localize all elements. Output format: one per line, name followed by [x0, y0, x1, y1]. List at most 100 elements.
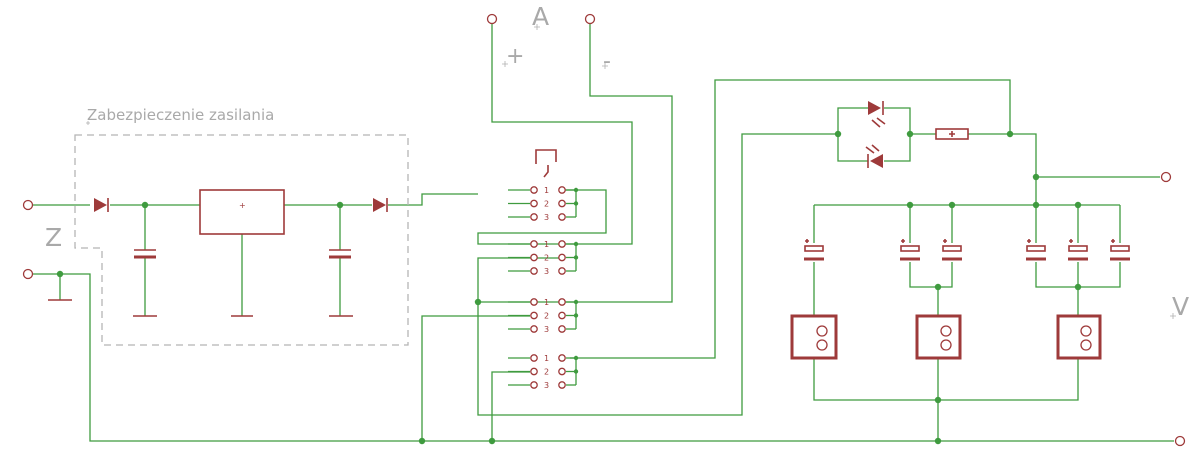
switch-contact [530, 367, 538, 376]
electrolytic-capacitor [1068, 239, 1088, 261]
capacitor-input-2 [231, 249, 353, 317]
junction [1006, 130, 1014, 138]
wire-bank-mid [813, 262, 1121, 316]
terminal-z-minus [22, 268, 34, 280]
switch-contact [530, 267, 538, 275]
protection-group-border [74, 134, 409, 346]
capacitor-input-1 [133, 249, 157, 317]
junction [934, 396, 942, 404]
switch-contact [558, 213, 566, 221]
battery-holder-2 [915, 314, 962, 360]
switch-contact [530, 253, 538, 262]
wire-a-plus [477, 24, 633, 245]
junction [56, 270, 64, 278]
electrolytic-capacitor [1110, 239, 1130, 261]
junction [906, 130, 914, 138]
wire-switch4 [491, 371, 530, 441]
wire-bank-caps [813, 205, 1121, 243]
switch-position-label: 1 [544, 240, 549, 249]
wires [33, 24, 1174, 442]
junction [474, 298, 482, 306]
switch-position-label: 3 [544, 325, 549, 334]
switch-contact [558, 367, 566, 376]
switch-contact [530, 311, 538, 320]
junctions [56, 130, 1082, 445]
switch-position-label: 3 [544, 381, 549, 390]
switch-contact [558, 186, 566, 194]
terminal-v-plus [1160, 171, 1172, 183]
led-indicator-1 [868, 101, 886, 128]
switch-contact [530, 213, 538, 221]
terminal-z-plus [22, 199, 34, 211]
terminals [22, 13, 1186, 447]
switch-position-label: 3 [544, 267, 549, 276]
terminal-v-minus [1174, 435, 1186, 447]
switch-position-label: 2 [544, 200, 549, 209]
battery-holder-3 [1056, 314, 1102, 360]
switch-contact [558, 253, 566, 262]
switch-contact [530, 240, 538, 248]
switch-contact [530, 354, 538, 362]
origin-markers [86, 24, 1176, 319]
wire-switch-out [421, 315, 530, 441]
electrolytic-capacitor [804, 239, 824, 261]
switch-contact [558, 240, 566, 248]
switch-contact [558, 311, 566, 320]
label-minus: - [603, 49, 611, 74]
switch-position-label: 1 [544, 298, 549, 307]
wire-led-bridge [837, 107, 911, 162]
switch-contact [530, 298, 538, 306]
switch-position-label: 2 [544, 312, 549, 321]
rotary-switch: 123 [508, 240, 579, 276]
switch-contact [558, 325, 566, 333]
wire-input-top [33, 193, 478, 206]
switch-position-label: 3 [544, 213, 549, 222]
junction [336, 201, 344, 209]
voltage-regulator [199, 189, 285, 235]
svg-text:+: + [239, 201, 246, 210]
capacitor-bank [804, 239, 1130, 261]
rotary-switch: 123 [508, 354, 579, 390]
wire-led-res [910, 133, 1160, 178]
junction [906, 201, 914, 209]
switch-contact [558, 298, 566, 306]
label-plus: + [506, 44, 524, 69]
electrolytic-capacitor [1026, 239, 1046, 261]
junction [1074, 283, 1082, 291]
junction [948, 201, 956, 209]
wire-sw4-top [570, 79, 1011, 359]
switch-contact [558, 354, 566, 362]
wire-switch-link [477, 133, 838, 416]
junction [141, 201, 149, 209]
switch-contact [530, 381, 538, 389]
label-v: V [1172, 292, 1189, 321]
switch-contact [558, 381, 566, 389]
junction [488, 437, 496, 445]
switch-contact [530, 325, 538, 333]
junction [934, 437, 942, 445]
label-a: A [532, 2, 549, 31]
diode-input [94, 198, 109, 212]
terminal-a-plus [486, 13, 498, 25]
switch-actuator [535, 149, 557, 178]
junction [1032, 201, 1040, 209]
switch-contact [530, 199, 538, 208]
wire-bank-bot [813, 358, 1079, 441]
led-indicator-2 [865, 144, 883, 168]
junction [934, 283, 942, 291]
junction [1074, 201, 1082, 209]
diode-output [373, 198, 388, 212]
electrolytic-capacitor [942, 239, 962, 261]
wire-a-minus [477, 24, 673, 303]
label-z: Z [45, 223, 62, 252]
switch-position-label: 1 [544, 354, 549, 363]
switch-contact [558, 199, 566, 208]
rotary-switch: 1 2 3 [508, 298, 579, 334]
protection-group-title: Zabezpieczenie zasilania [87, 106, 274, 124]
wire-bank-top [814, 177, 1120, 206]
switch-contact [558, 267, 566, 275]
terminal-a-minus [584, 13, 596, 25]
switch-contact [530, 186, 538, 194]
